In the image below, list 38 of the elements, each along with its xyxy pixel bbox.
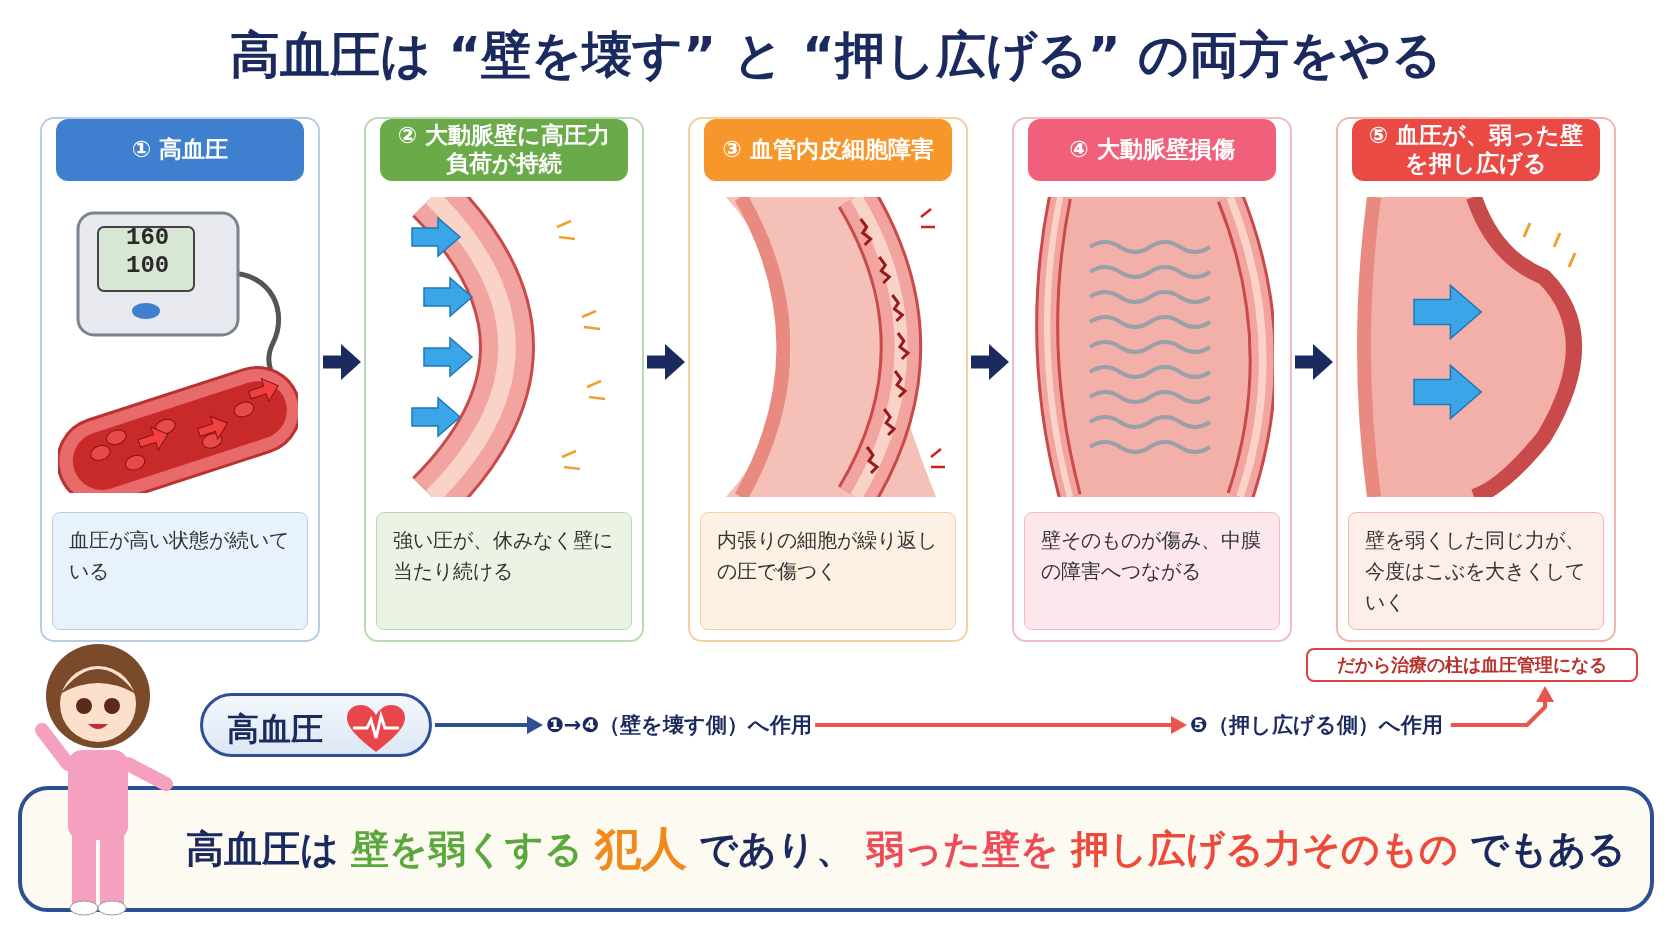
step-description: 内張りの細胞が繰り返しの圧で傷つく bbox=[700, 512, 956, 630]
step-heading: ③ 血管内皮細胞障害 bbox=[704, 119, 952, 181]
conclusion-note: だから治療の柱は血圧管理になる bbox=[1306, 648, 1638, 682]
step-card bbox=[364, 117, 644, 642]
summary-text: 押し広げる力そのもの bbox=[1071, 825, 1458, 873]
step-description: 血圧が高い状態が続いている bbox=[52, 512, 308, 630]
step-card bbox=[40, 117, 320, 642]
flow-arrow bbox=[1450, 686, 1555, 727]
summary-text: であり、 bbox=[699, 825, 854, 873]
pill-label: 高血圧 bbox=[227, 709, 323, 750]
summary-text: 高血圧は bbox=[186, 825, 339, 873]
flow-label: ❺（押し広げる側）へ作用 bbox=[1190, 706, 1443, 744]
step-description: 強い圧が、休みなく壁に当たり続ける bbox=[376, 512, 632, 630]
step-arrow bbox=[647, 344, 685, 380]
step-card bbox=[688, 117, 968, 642]
step-arrow bbox=[971, 344, 1009, 380]
summary-text: でもある bbox=[1470, 825, 1626, 873]
hypertension-pill bbox=[200, 693, 432, 757]
summary-text: 壁を弱くする bbox=[351, 825, 583, 873]
flow-arrow bbox=[815, 716, 1187, 734]
title: 高血圧は “壁を壊す” と “押し広げる” の両方をやる bbox=[228, 25, 1444, 86]
monitor-reading: 100 bbox=[126, 253, 170, 279]
step-heading: ② 大動脈壁に高圧力負荷が持続 bbox=[380, 119, 628, 181]
flow-label: ❶→❹（壁を壊す側）へ作用 bbox=[546, 706, 813, 744]
monitor-reading: 160 bbox=[126, 225, 170, 251]
step-heading: ⑤ 血圧が、弱った壁を押し広げる bbox=[1352, 119, 1600, 181]
flow-arrow bbox=[435, 716, 543, 734]
step-description: 壁を弱くした同じ力が、今度はこぶを大きくしていく bbox=[1348, 512, 1604, 630]
summary-text: 弱った壁を bbox=[866, 825, 1059, 873]
step-arrow bbox=[1295, 344, 1333, 380]
step-heading: ① 高血圧 bbox=[56, 119, 304, 181]
step-card bbox=[1336, 117, 1616, 642]
step-heading: ④ 大動脈壁損傷 bbox=[1028, 119, 1276, 181]
step-card bbox=[1012, 117, 1292, 642]
step-arrow bbox=[323, 344, 361, 380]
summary-banner bbox=[18, 786, 1654, 912]
step-description: 壁そのものが傷み、中膜の障害へつながる bbox=[1024, 512, 1280, 630]
summary-text: 犯人 bbox=[595, 820, 687, 877]
